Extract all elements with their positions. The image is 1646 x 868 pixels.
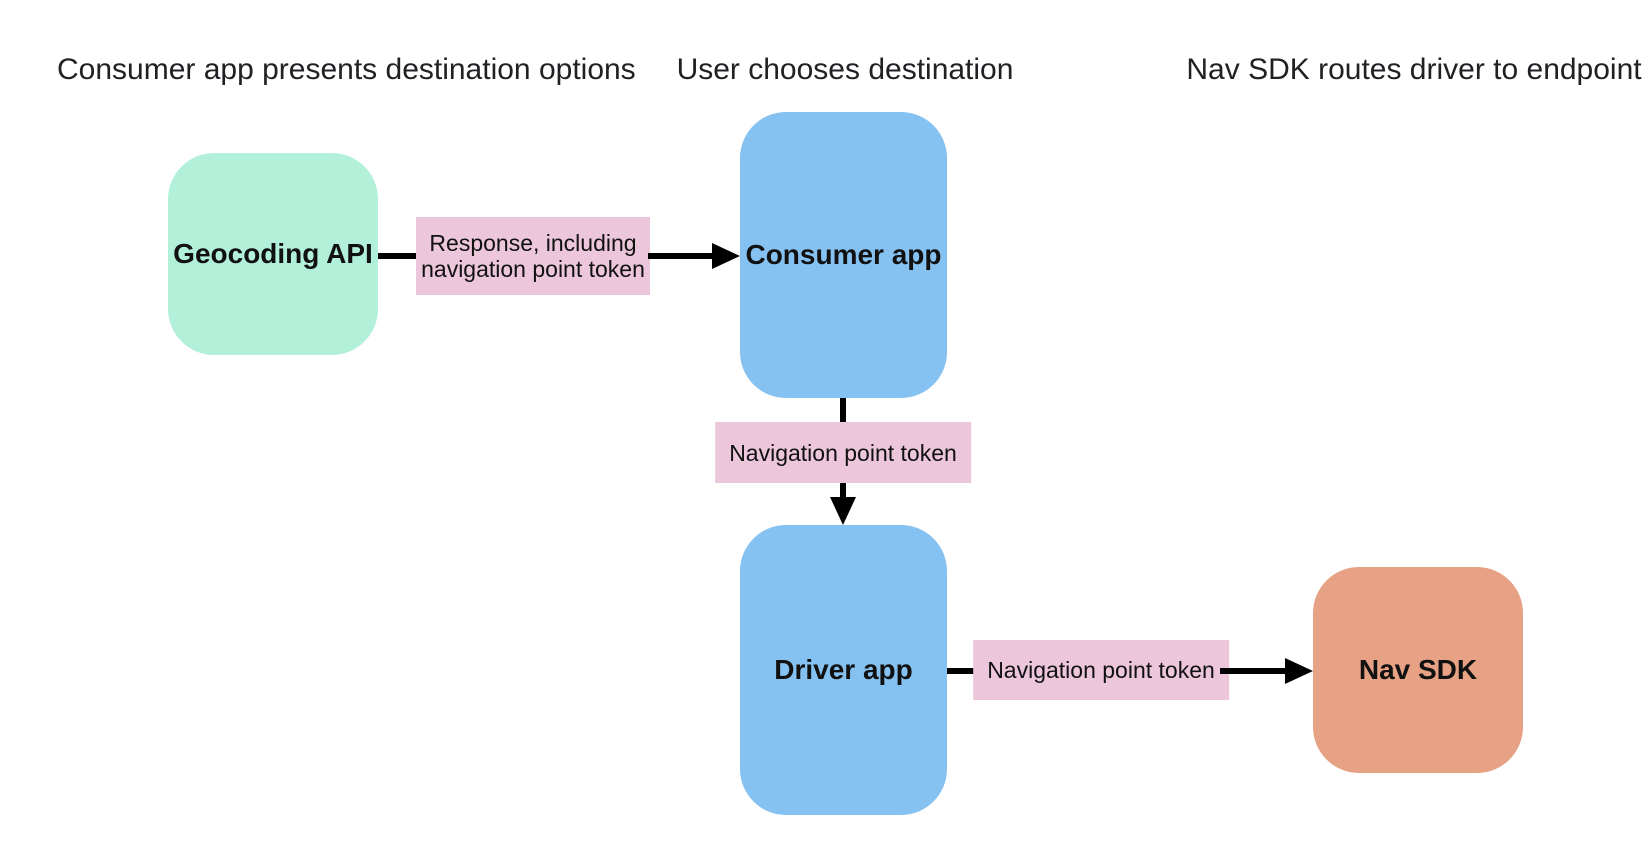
arrow-consumer-to-driver-line — [840, 483, 846, 499]
edge-label-response-including-token: Response, including navigation point tok… — [416, 217, 650, 295]
arrow-geocoding-to-consumer-line — [648, 253, 714, 259]
node-geocoding-api: Geocoding API — [168, 153, 378, 355]
arrow-geocoding-to-consumer-line — [378, 253, 418, 259]
node-nav-sdk: Nav SDK — [1313, 567, 1523, 773]
node-nav-sdk-label: Nav SDK — [1358, 654, 1478, 685]
arrow-driver-to-navsdk-line — [947, 668, 982, 674]
node-geocoding-api-label: Geocoding API — [173, 238, 373, 269]
column-title-navsdk-routes: Nav SDK routes driver to endpoint — [1186, 53, 1642, 86]
node-driver-app: Driver app — [740, 525, 947, 815]
edge-label-navigation-point-token: Navigation point token — [715, 422, 971, 483]
node-consumer-app-label: Consumer app — [745, 239, 942, 270]
arrowhead-right-icon — [1285, 658, 1313, 684]
arrowhead-right-icon — [712, 243, 740, 269]
column-title-consumer-presents: Consumer app presents destination option… — [57, 53, 636, 86]
column-title-user-chooses: User chooses destination — [676, 53, 1014, 86]
edge-label-navigation-point-token: Navigation point token — [973, 640, 1229, 700]
arrow-consumer-to-driver-line — [840, 398, 846, 422]
arrowhead-down-icon — [830, 497, 856, 525]
arrow-driver-to-navsdk-line — [1220, 668, 1286, 674]
node-driver-app-label: Driver app — [774, 654, 913, 685]
node-consumer-app: Consumer app — [740, 112, 947, 398]
